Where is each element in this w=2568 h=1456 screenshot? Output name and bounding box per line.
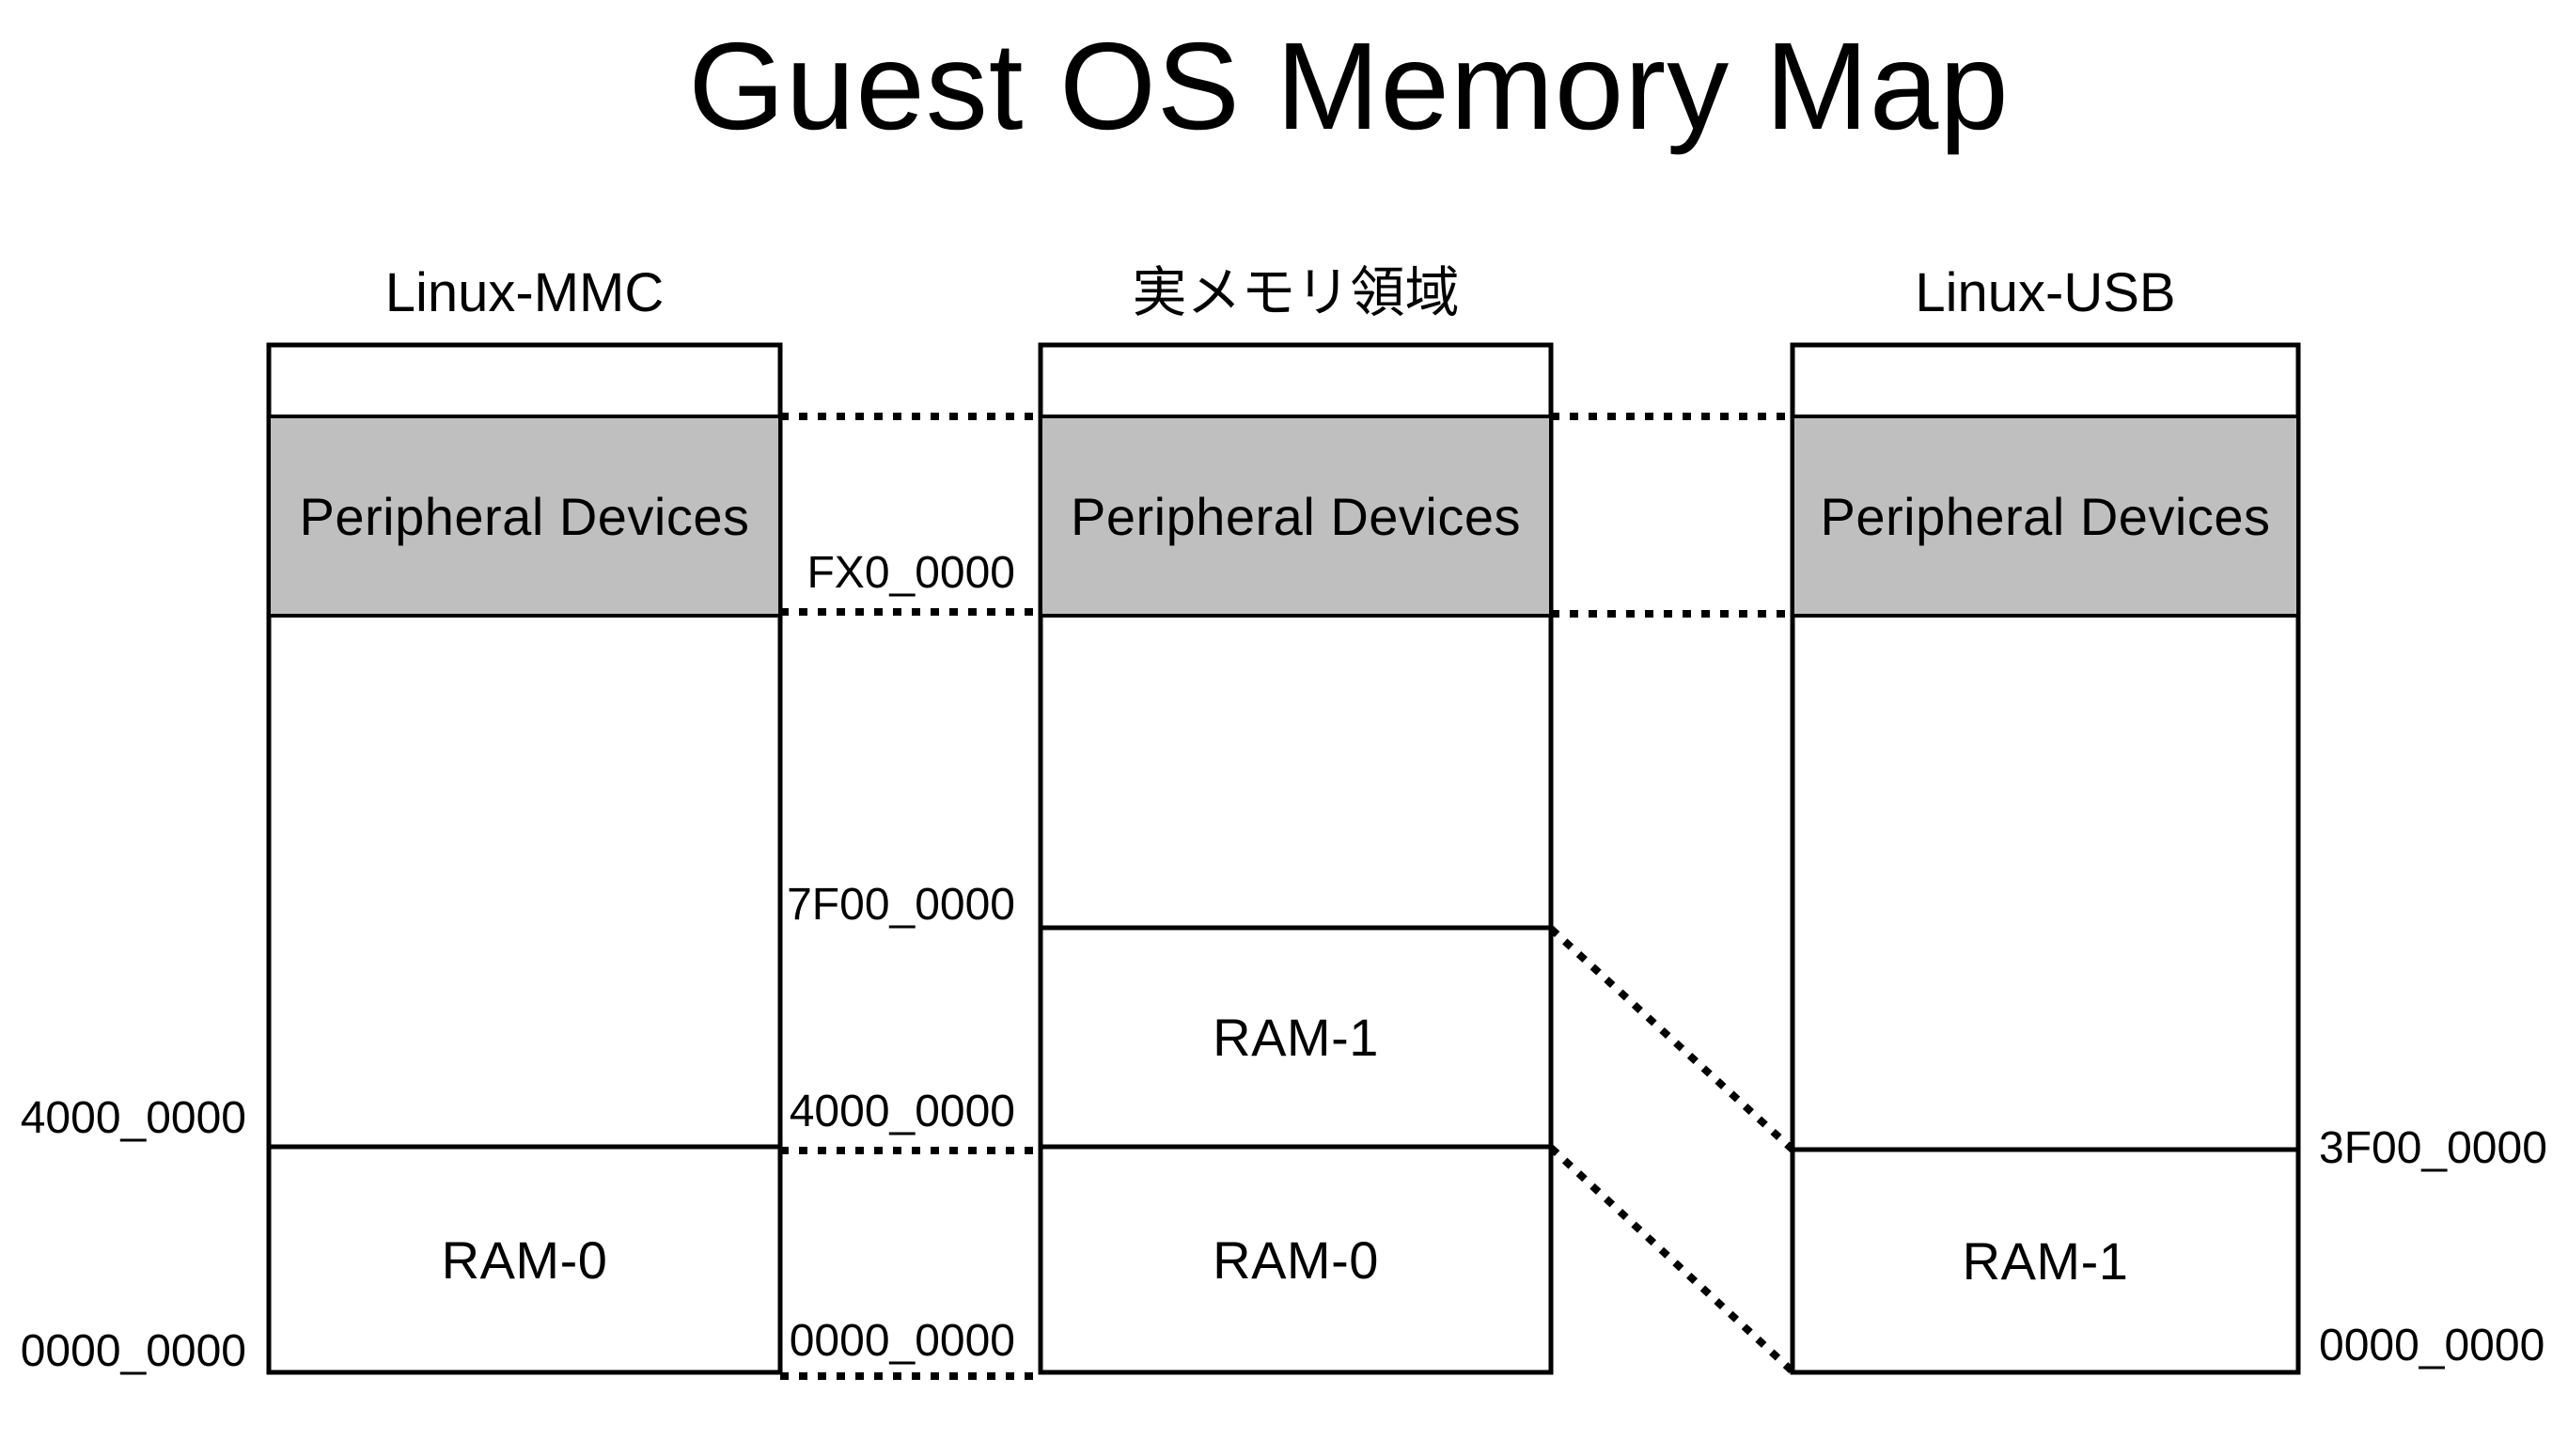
- region-label-usb-ram1: RAM-1: [1962, 1231, 2129, 1291]
- column-label-linux-mmc: Linux-MMC: [384, 262, 665, 323]
- linux-mmc-peripheral-region: [267, 415, 782, 618]
- address-label-real-base: 0000_0000: [789, 1316, 1015, 1366]
- address-label-mmc-ram0-top: 4000_0000: [20, 1093, 246, 1143]
- region-label-mmc-peripheral: Peripheral Devices: [299, 486, 750, 546]
- address-label-real-ram1-top: 7F00_0000: [787, 880, 1015, 930]
- region-label-real-ram0: RAM-0: [1213, 1229, 1379, 1290]
- address-label-real-ram1-base: 4000_0000: [789, 1087, 1015, 1136]
- column-label-real-memory: 実メモリ領域: [1132, 262, 1460, 323]
- real-memory-peripheral-region: [1039, 415, 1553, 618]
- column-label-linux-usb: Linux-USB: [1915, 262, 2176, 323]
- region-label-real-ram1: RAM-1: [1213, 1008, 1379, 1067]
- linux-usb-peripheral-region: [1791, 415, 2300, 618]
- address-label-mmc-base: 0000_0000: [20, 1326, 246, 1376]
- address-label-usb-base: 0000_0000: [2319, 1321, 2545, 1370]
- diagram-title: Guest OS Memory Map: [688, 17, 2010, 155]
- dotted-link-ram1-top-diagonal: [1548, 926, 1795, 1152]
- dotted-link-ram1-bottom-diagonal: [1548, 1145, 1795, 1374]
- address-label-real-peripheral-base: FX0_0000: [806, 548, 1015, 598]
- region-label-real-peripheral: Peripheral Devices: [1071, 486, 1521, 546]
- address-label-usb-ram1-top: 3F00_0000: [2319, 1123, 2547, 1173]
- region-label-mmc-ram0: RAM-0: [441, 1229, 608, 1290]
- region-label-usb-peripheral: Peripheral Devices: [1820, 486, 2271, 546]
